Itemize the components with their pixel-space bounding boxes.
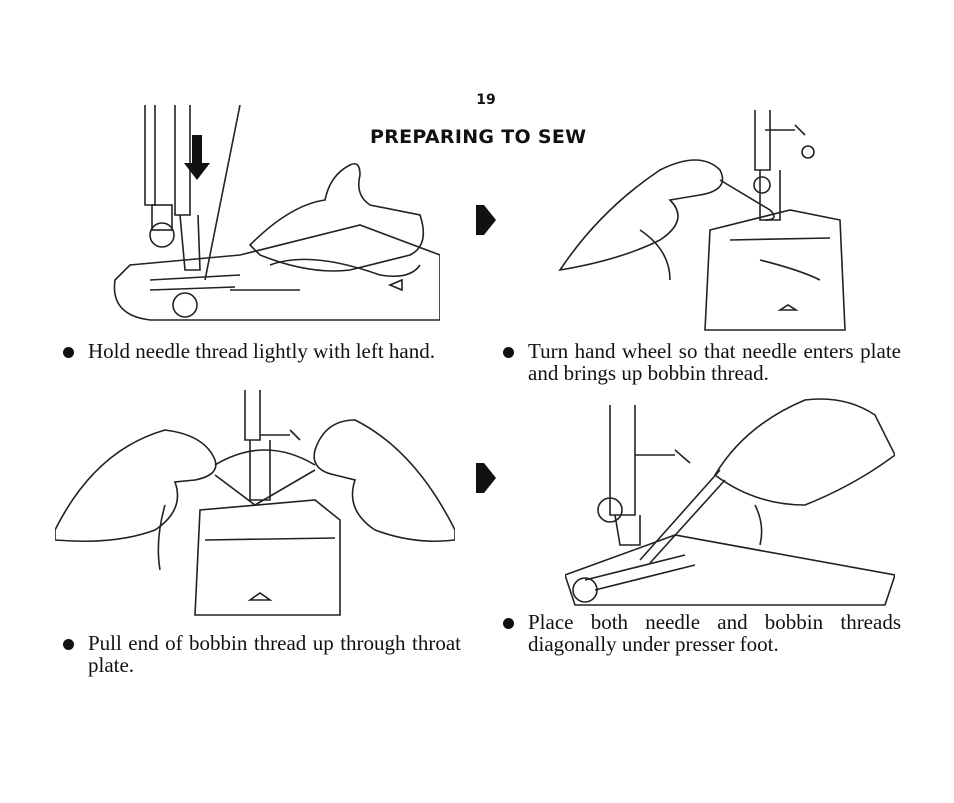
- bullet-icon: [63, 639, 74, 650]
- step-caption: Turn hand wheel so that needle enters pl…: [503, 340, 901, 384]
- bullet-icon: [63, 347, 74, 358]
- right-arrow-icon: [476, 205, 496, 235]
- step-caption: Pull end of bobbin thread up through thr…: [63, 632, 461, 676]
- step-text: Turn hand wheel so that needle enters pl…: [528, 339, 901, 385]
- step-caption: Place both needle and bobbin threads dia…: [503, 611, 901, 655]
- right-arrow-icon: [476, 463, 496, 493]
- bullet-icon: [503, 347, 514, 358]
- step-text: Pull end of bobbin thread up through thr…: [88, 631, 461, 677]
- illustration-place-threads: [565, 395, 895, 610]
- page-title: PREPARING TO SEW: [370, 126, 587, 148]
- page-number: 19: [476, 92, 496, 108]
- illustration-hold-needle-thread: [110, 105, 440, 330]
- step-text: Hold needle thread lightly with left han…: [88, 339, 435, 363]
- bullet-icon: [503, 618, 514, 629]
- step-caption: Hold needle thread lightly with left han…: [63, 340, 461, 362]
- illustration-turn-hand-wheel: [540, 110, 870, 335]
- step-text: Place both needle and bobbin threads dia…: [528, 610, 901, 656]
- illustration-pull-bobbin-thread: [55, 390, 455, 620]
